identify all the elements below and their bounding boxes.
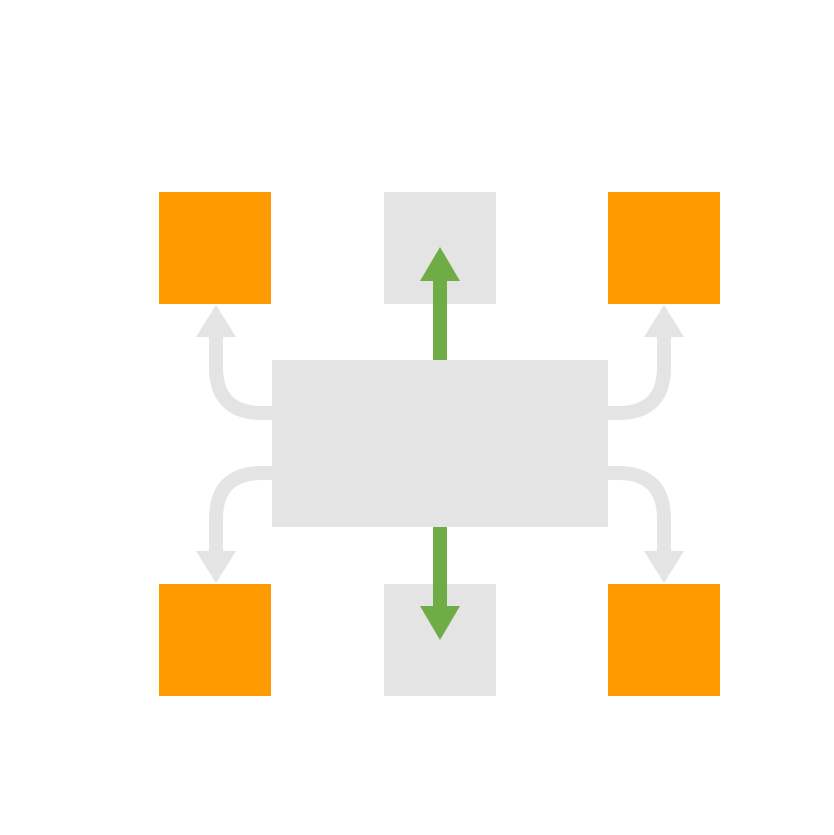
arrowhead-bottom-right [644, 551, 684, 583]
connector-hub-to-top-right [608, 336, 671, 420]
neutral-connectors [209, 336, 671, 552]
connector-hub-to-bottom-left [209, 466, 272, 552]
connector-hub-to-top-center [433, 278, 447, 360]
arrowhead-top-center [420, 247, 460, 281]
active-connectors [420, 247, 460, 640]
arrowhead-bottom-left [196, 551, 236, 583]
connector-hub-to-top-left [209, 336, 272, 420]
node-bottom-left [159, 584, 271, 696]
node-top-right [608, 192, 720, 304]
arrowhead-top-right [644, 305, 684, 337]
hub-box [272, 360, 608, 527]
connector-hub-to-bottom-right [608, 466, 671, 552]
node-top-left [159, 192, 271, 304]
arrowhead-top-left [196, 305, 236, 337]
neutral-arrowheads [196, 305, 684, 583]
node-bottom-right [608, 584, 720, 696]
connector-hub-to-bottom-center [433, 527, 447, 609]
arrowhead-bottom-center [420, 606, 460, 640]
